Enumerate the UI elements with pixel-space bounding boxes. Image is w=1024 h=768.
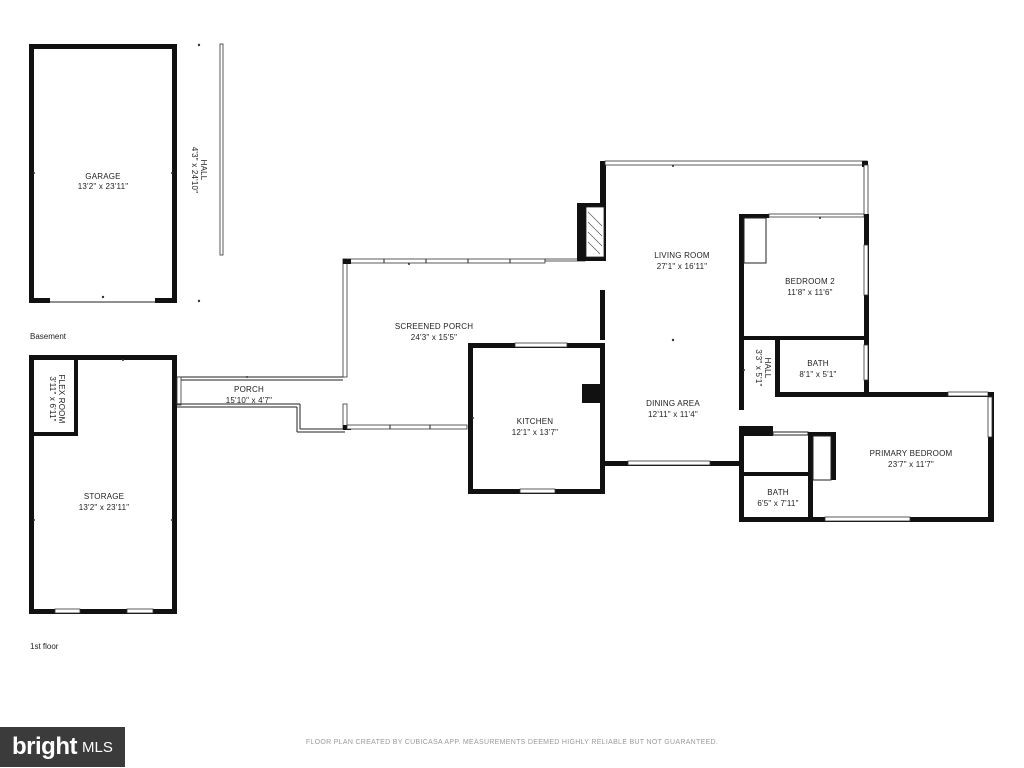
hall-lower-name: HALL [763,358,772,379]
primary-bedroom-size: 23'7" x 11'7" [888,460,934,469]
kitchen-walls [468,342,605,494]
primary-bedroom-name: PRIMARY BEDROOM [870,449,953,458]
basement-label: Basement [30,332,67,341]
living-room-size: 27'1" x 16'11" [657,262,708,271]
footer-disclaimer: FLOOR PLAN CREATED BY CUBICASA APP. MEAS… [306,739,718,746]
flex-room-name: FLEX ROOM [57,375,66,424]
garage-walls [29,44,177,303]
hall-lower-size: 3'3" x 5'1" [754,349,763,386]
porch-name: PORCH [234,385,264,394]
bedroom2-name: BEDROOM 2 [785,277,835,286]
primary-bedroom-walls [739,392,994,522]
screened-porch-name: SCREENED PORCH [395,322,473,331]
porch-walls [176,376,345,433]
garage-name: GARAGE [85,172,120,181]
kitchen-name: KITCHEN [517,417,554,426]
bath1-size: 8'1" x 5'1" [799,370,836,379]
storage-walls [29,355,177,614]
storage-size: 13'2" x 23'11" [79,503,130,512]
flex-room-size: 3'11" x 6'11" [48,376,57,421]
logo-brand: bright [12,733,77,760]
dining-area-size: 12'11" x 11'4" [648,410,698,419]
bedroom2-walls [739,213,869,340]
bath1-name: BATH [807,359,829,368]
bath2-size: 6'5" x 7'11" [757,499,798,508]
hall-upper-walls [197,43,224,303]
first-floor-label: 1st floor [30,642,59,651]
garage-size: 13'2" x 23'11" [78,182,129,191]
hall-upper-size: 4'3" x 24'10" [190,147,199,193]
porch-size: 15'10" x 4'7" [226,396,272,405]
storage-name: STORAGE [84,492,124,501]
living-room-name: LIVING ROOM [654,251,710,260]
bath2-name: BATH [767,488,789,497]
logo-suffix: MLS [81,738,113,756]
dining-area-name: DINING AREA [646,399,700,408]
hall-upper-name: HALL [199,160,208,181]
screened-porch-size: 24'3" x 15'5" [411,333,457,342]
bright-mls-logo: bright MLS [0,727,125,767]
living-room-walls [577,160,869,466]
hall-bath1-walls [739,340,993,410]
bedroom2-size: 11'8" x 11'6" [787,288,832,297]
kitchen-size: 12'1" x 13'7" [512,428,558,437]
